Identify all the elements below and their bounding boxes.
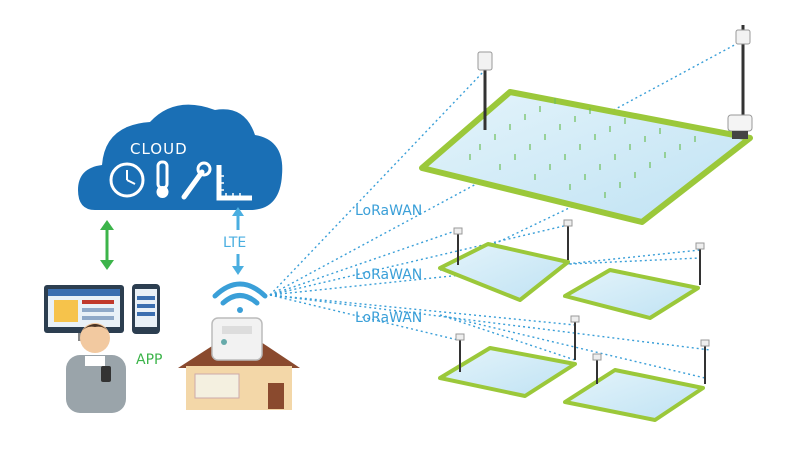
small-rice-paddy-field (438, 219, 573, 302)
app-label: APP (136, 352, 163, 368)
farmer-with-phone-icon (66, 323, 126, 413)
clock-icon (109, 162, 145, 198)
small-rice-paddy-field (438, 315, 580, 398)
lorawan-label: LoRaWAN (355, 203, 423, 219)
cloud-icon (78, 104, 283, 210)
small-rice-paddy-field (563, 242, 705, 320)
lte-arrow (232, 207, 244, 275)
lte-label: LTE (223, 235, 247, 251)
desktop-monitor-icon (44, 285, 124, 341)
lorawan-label: LoRaWAN (355, 267, 423, 283)
sensor-pole-icon (477, 51, 493, 130)
house-with-gateway-icon (178, 317, 300, 410)
thermometer-icon (156, 160, 169, 198)
app-sync-arrow (100, 220, 114, 270)
cloud-label: CLOUD (130, 140, 188, 158)
wrench-icon (181, 161, 212, 200)
ruler-icon (216, 165, 252, 201)
wifi-signal-icon (212, 281, 268, 313)
smartphone-icon (132, 284, 160, 334)
lorawan-label: LoRaWAN (355, 310, 423, 326)
sensor-pole-icon (727, 25, 753, 139)
large-rice-paddy-field (419, 89, 753, 225)
small-rice-paddy-field (563, 339, 710, 422)
